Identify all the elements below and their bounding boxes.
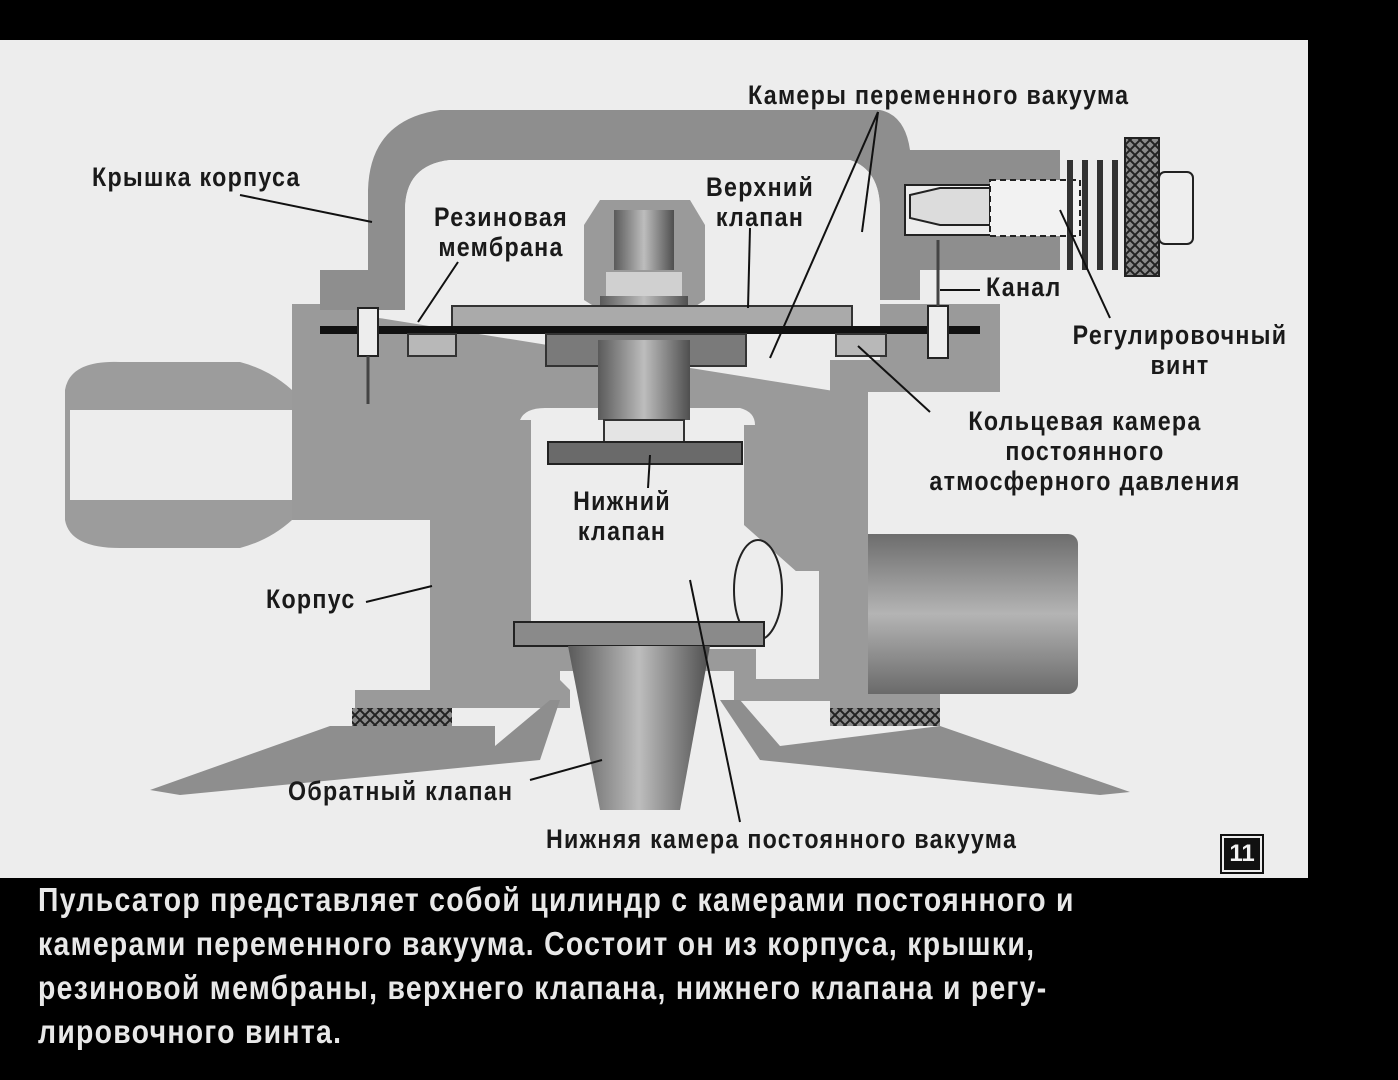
- label-upper-valve-line2: клапан: [715, 202, 805, 232]
- label-lower-valve-line1: Нижний: [573, 486, 671, 516]
- label-variable-vacuum-chambers: Камеры переменного вакуума: [748, 80, 1130, 110]
- left-nozzle: [65, 361, 470, 548]
- label-cover: Крышка корпуса: [92, 162, 301, 192]
- caption-line3: резиновой мембраны, верхнего клапана, ни…: [38, 969, 1048, 1006]
- page-number: 11: [1220, 834, 1264, 874]
- body-housing: [292, 230, 1078, 721]
- label-annular-chamber: Кольцевая камера постоянного атмосферног…: [926, 406, 1244, 496]
- label-adjusting-screw-line2: винт: [1150, 350, 1210, 380]
- label-channel: Канал: [986, 272, 1062, 302]
- label-adjusting-screw: Регулировочный винт: [1070, 320, 1290, 380]
- label-upper-valve: Верхний клапан: [700, 172, 820, 232]
- lower-assembly: [513, 539, 783, 810]
- caption-line4: лировочного винта.: [38, 1013, 343, 1050]
- label-check-valve: Обратный клапан: [288, 776, 514, 806]
- label-rubber-diaphragm: Резиновая мембрана: [428, 202, 574, 262]
- central-stem: [547, 340, 743, 465]
- label-rubber-diaphragm-line2: мембрана: [438, 232, 564, 262]
- label-annular-chamber-line1: Кольцевая камера: [968, 406, 1202, 436]
- caption-line2: камерами переменного вакуума. Состоит он…: [38, 925, 1036, 962]
- label-rubber-diaphragm-line1: Резиновая: [434, 202, 568, 232]
- label-body: Корпус: [266, 584, 356, 614]
- adjusting-screw-assembly: [904, 137, 1194, 277]
- label-lower-valve-line2: клапан: [577, 516, 667, 546]
- caption: Пульсатор представляет собой цилиндр с к…: [38, 878, 1298, 1054]
- label-annular-chamber-line2: постоянного: [1005, 436, 1165, 466]
- label-lower-valve: Нижний клапан: [562, 486, 682, 546]
- base-flange: [150, 700, 1130, 795]
- label-lower-vacuum-chamber: Нижняя камера постоянного вакуума: [546, 824, 1018, 854]
- spring: [1067, 160, 1118, 270]
- label-adjusting-screw-line1: Регулировочный: [1072, 320, 1288, 350]
- label-upper-valve-line1: Верхний: [705, 172, 815, 202]
- leader-lines: [239, 111, 1111, 823]
- caption-line1: Пульсатор представляет собой цилиндр с к…: [38, 881, 1075, 918]
- label-annular-chamber-line3: атмосферного давления: [929, 466, 1241, 496]
- alignment-pins: [357, 240, 949, 404]
